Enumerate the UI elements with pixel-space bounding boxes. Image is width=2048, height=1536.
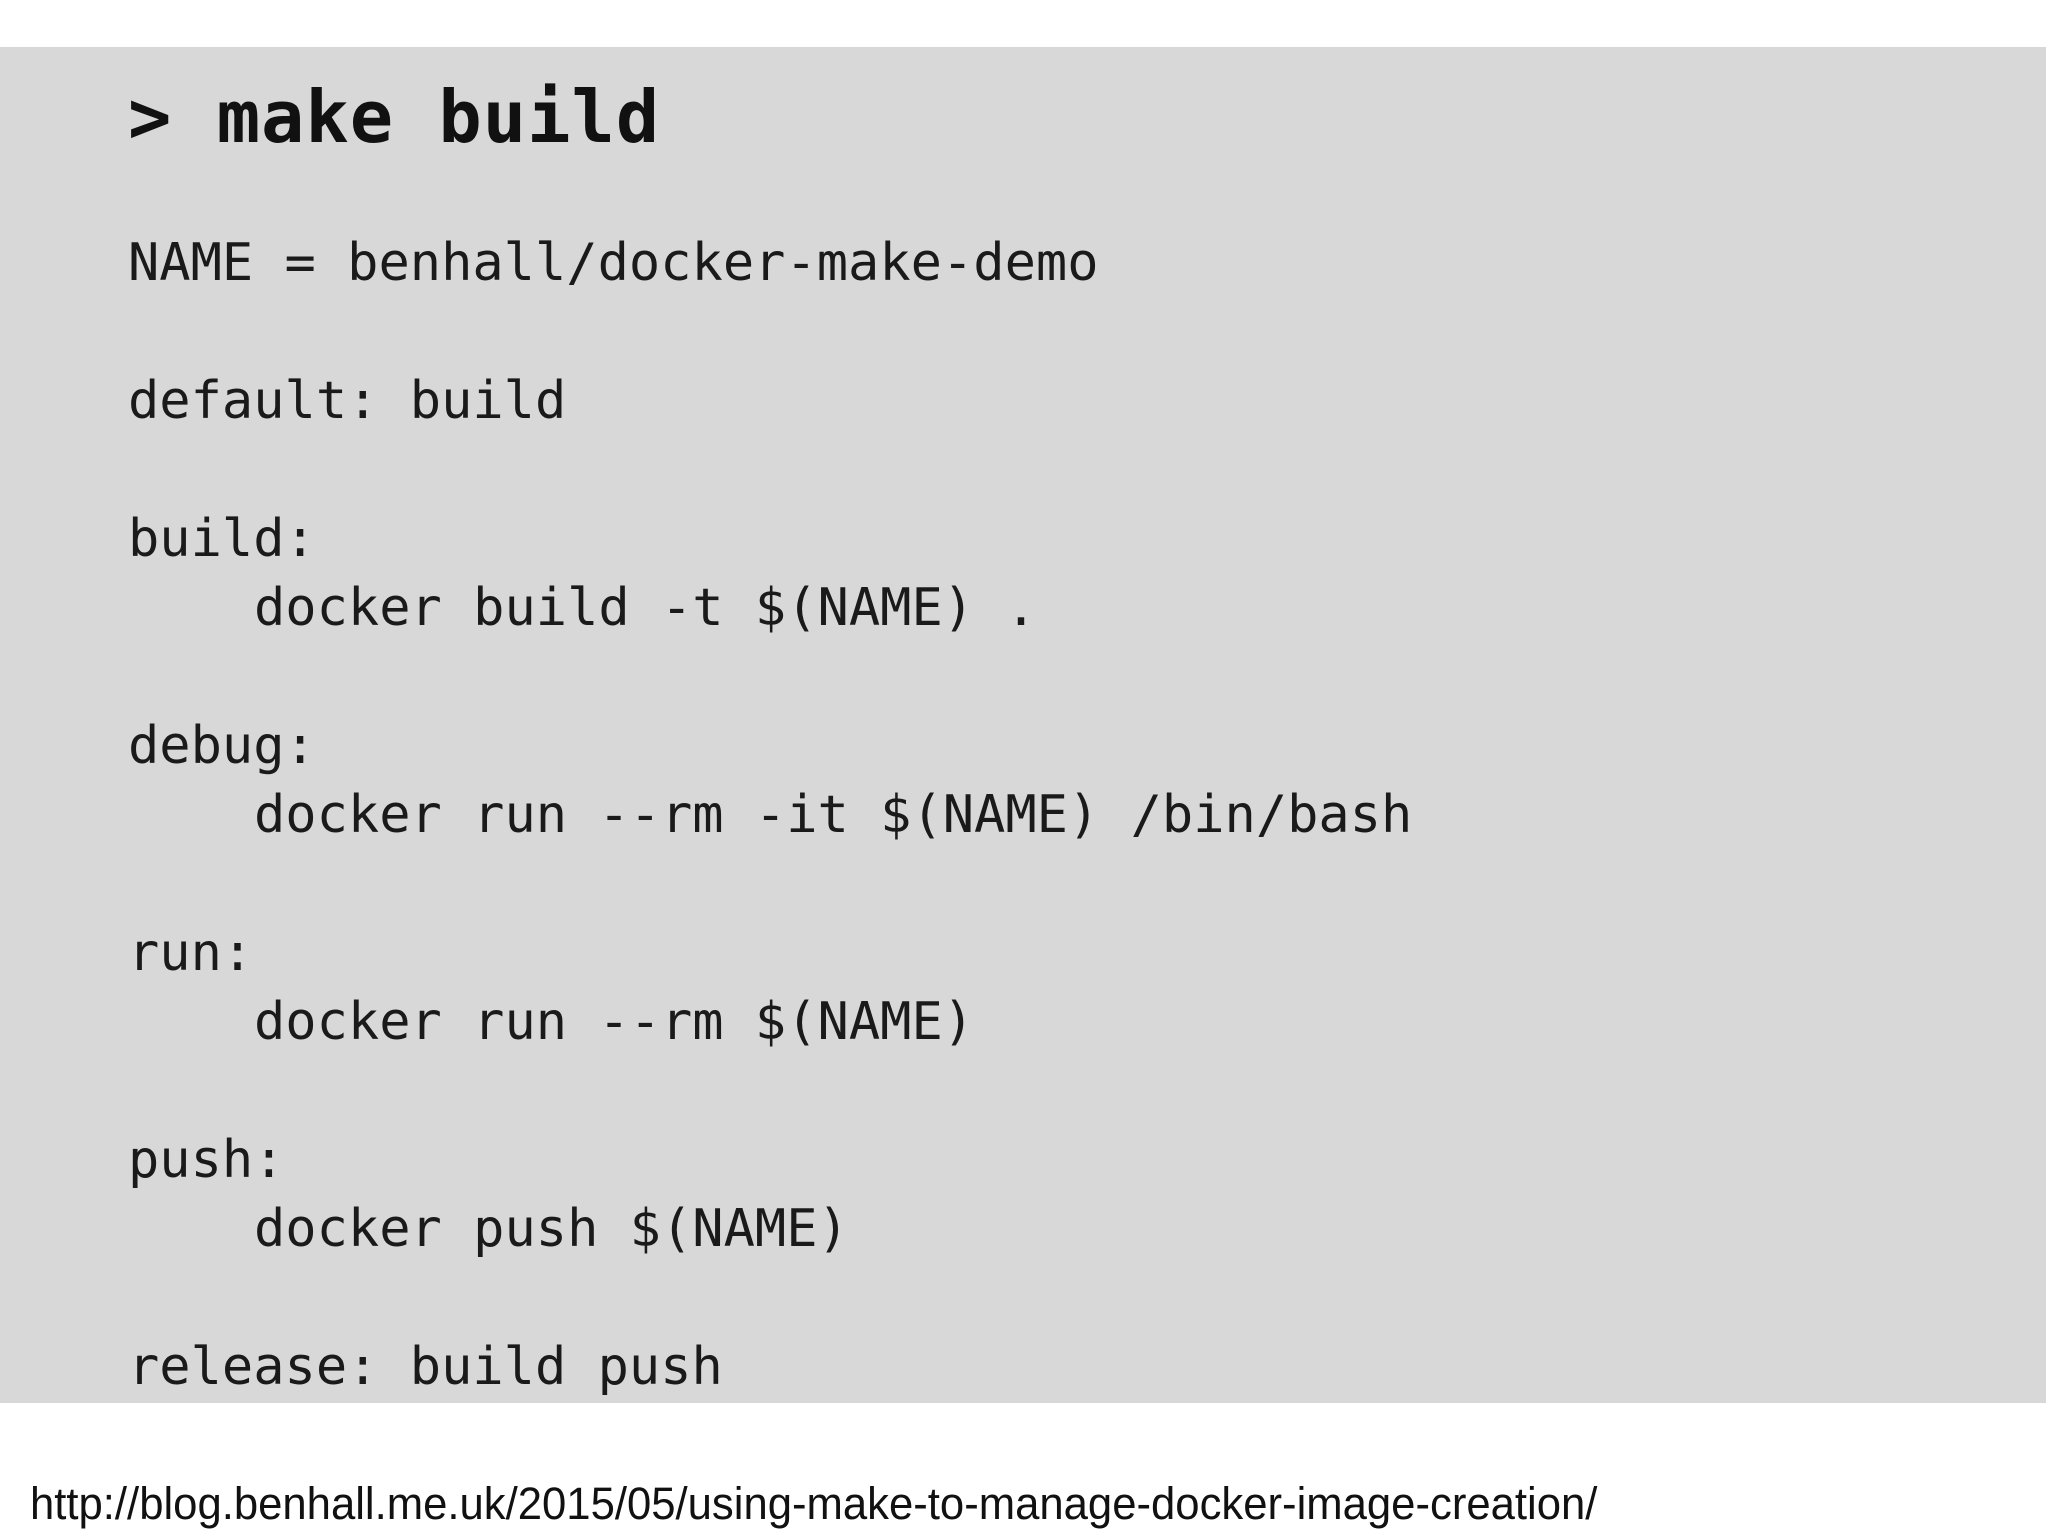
code-line-name-variable: NAME = benhall/docker-make-demo xyxy=(128,233,1099,293)
footer-bar: http://blog.benhall.me.uk/2015/05/using-… xyxy=(30,1476,2020,1532)
code-line-push-command: docker push $(NAME) xyxy=(254,1199,849,1259)
makefile-code-block: NAME = benhall/docker-make-demo default:… xyxy=(128,229,2046,1402)
code-line-run-target: run: xyxy=(128,923,254,983)
source-url-text: http://blog.benhall.me.uk/2015/05/using-… xyxy=(30,1478,1598,1529)
code-line-build-target: build: xyxy=(128,509,316,569)
code-line-debug-target: debug: xyxy=(128,716,316,776)
code-line-run-command: docker run --rm $(NAME) xyxy=(254,992,975,1052)
code-line-default-target: default: build xyxy=(128,371,567,431)
slide-code-panel: > make build NAME = benhall/docker-make-… xyxy=(0,47,2046,1403)
code-line-blank xyxy=(128,436,2046,505)
slide-title: > make build xyxy=(128,75,661,159)
code-line-blank xyxy=(128,1264,2046,1333)
code-line-push-target: push: xyxy=(128,1130,285,1190)
code-line-blank xyxy=(128,850,2046,919)
code-line-build-command: docker build -t $(NAME) . xyxy=(254,578,1037,638)
code-line-debug-command: docker run --rm -it $(NAME) /bin/bash xyxy=(254,785,1413,845)
code-line-blank xyxy=(128,643,2046,712)
code-line-blank xyxy=(128,298,2046,367)
code-line-release-target: release: build push xyxy=(128,1337,723,1397)
code-line-blank xyxy=(128,1057,2046,1126)
